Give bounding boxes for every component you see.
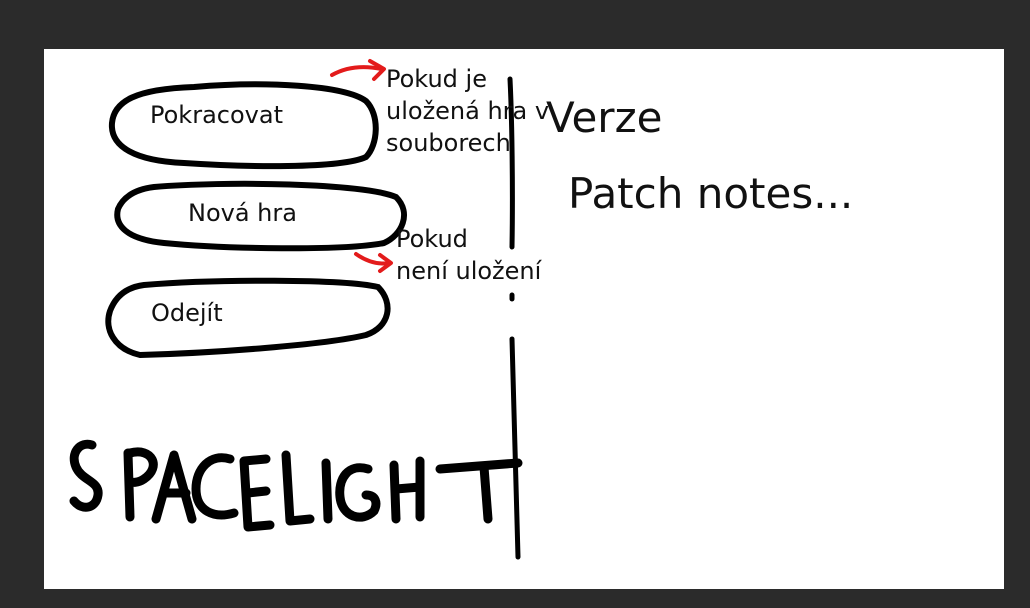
- version-label: Verze: [546, 93, 663, 142]
- arrow-saved-icon: [330, 59, 386, 81]
- quit-button-label: Odejít: [151, 299, 223, 327]
- saved-game-note-line: Pokud je: [386, 65, 487, 93]
- saved-game-note-line: souborech: [386, 129, 511, 157]
- saved-game-note: Pokud je uložená hra v souborech: [386, 63, 549, 159]
- logo-sketch: [69, 439, 523, 532]
- no-save-note: Pokud není uložení: [396, 223, 541, 287]
- continue-button-outline: [108, 81, 379, 170]
- continue-button-label: Pokracovat: [150, 101, 283, 129]
- new-game-button-outline: [114, 180, 407, 252]
- no-save-note-line: není uložení: [396, 257, 542, 285]
- divider-line-lower: [509, 336, 521, 560]
- arrow-no-save-icon: [354, 252, 393, 273]
- divider-line: [507, 76, 515, 250]
- no-save-note-line: Pokud: [396, 225, 468, 253]
- saved-game-note-line: uložená hra v: [386, 97, 550, 125]
- patch-notes-label[interactable]: Patch notes...: [568, 169, 854, 218]
- quit-button-outline: [105, 277, 391, 359]
- sketch-drawing: [69, 59, 523, 560]
- new-game-button-label: Nová hra: [188, 199, 297, 227]
- sketch-canvas: Pokracovat Nová hra Odejít Pokud je ulož…: [44, 49, 1004, 589]
